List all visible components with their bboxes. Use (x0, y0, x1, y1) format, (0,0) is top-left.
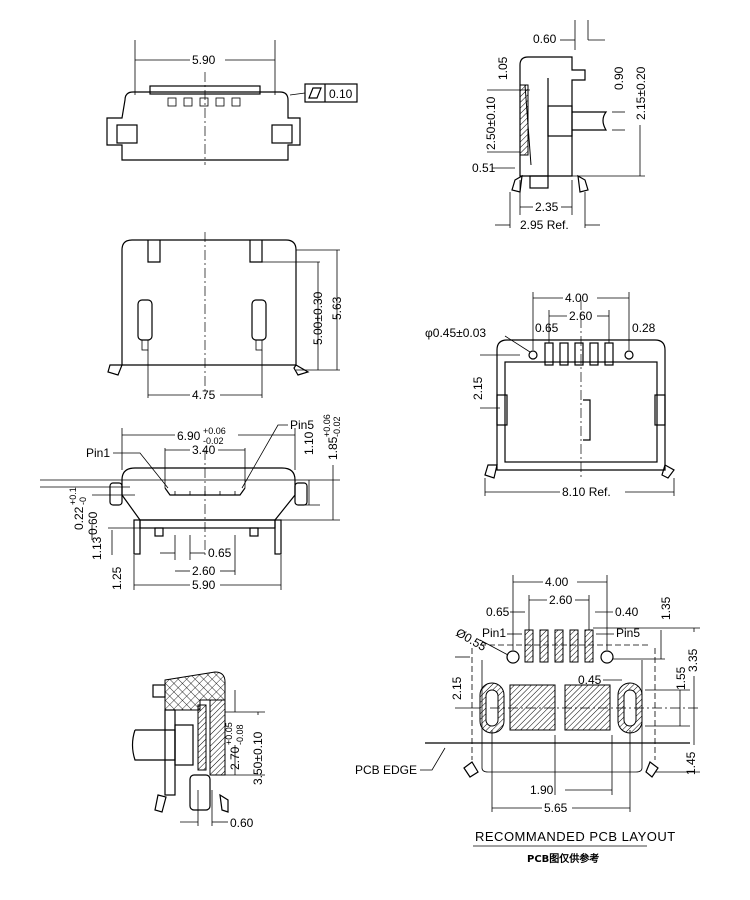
dim-1.35: 1.35 (659, 596, 673, 620)
dim-6.90: 6.90 (177, 429, 201, 443)
dim-2.60: 2.60 (192, 564, 216, 578)
dim-2.15: 2.15±0.20 (634, 66, 648, 120)
section-view: 2.70 +0.05 -0.08 3.50±0.10 0.60 (131, 671, 265, 830)
dim-0.65: 0.65 (486, 605, 510, 619)
dim-4.00: 4.00 (565, 291, 589, 305)
pin5-label: Pin5 (290, 418, 314, 432)
dim-2.70: 2.70 (228, 746, 242, 770)
pcb-pin1-label: Pin1 (482, 626, 506, 640)
dim-5.90: 5.90 (192, 578, 216, 592)
dim-8.10-ref: 8.10 Ref. (562, 485, 611, 499)
dim-0.40: 0.40 (615, 605, 639, 619)
dim-2.50: 2.50±0.10 (484, 96, 498, 150)
dim-2.70-tol-plus: +0.05 (224, 722, 234, 745)
dim-0.28: 0.28 (632, 321, 656, 335)
side-view: 0.60 1.05 2.50±0.10 0.51 0.90 2.15±0.20 … (472, 20, 648, 232)
flatness-value: 0.10 (329, 87, 353, 101)
dim-1.10: 1.10 (302, 431, 316, 455)
dim-0.60: 0.60 (533, 32, 557, 46)
dim-4.00: 4.00 (545, 575, 569, 589)
dim-0.22-tol-plus: +0.1 (68, 487, 78, 505)
dim-2.95-ref: 2.95 Ref. (520, 218, 569, 232)
dim-1.45: 1.45 (684, 751, 698, 775)
dim-2.15: 2.15 (450, 676, 464, 700)
dim-0.65: 0.65 (208, 546, 232, 560)
dim-4.75: 4.75 (192, 388, 216, 402)
dim-1.90: 1.90 (530, 783, 554, 797)
pin1-label: Pin1 (86, 446, 110, 460)
dim-2.70-tol-minus: -0.08 (235, 724, 245, 745)
dim-width: 5.90 (192, 53, 216, 67)
dim-1.55: 1.55 (674, 666, 688, 690)
dim-1.85-tol-minus: -0.02 (332, 416, 342, 437)
dim-1.13: 1.13 (90, 536, 104, 560)
dim-2.15: 2.15 (471, 376, 485, 400)
dim-2.35: 2.35 (535, 200, 559, 214)
dim-0.22: 0.22 (72, 506, 86, 530)
dim-1.05: 1.05 (496, 56, 510, 80)
dim-0.45: 0.45 (578, 673, 602, 687)
dim-6.90-tol-plus: +0.06 (203, 426, 226, 436)
top-view: 5.90 0.10 (106, 40, 358, 165)
dim-5.63: 5.63 (330, 296, 344, 320)
dim-1.25: 1.25 (110, 566, 124, 590)
dim-0.65: 0.65 (535, 321, 559, 335)
dim-1.85-tol-plus: +0.06 (322, 414, 332, 437)
dim-3.35: 3.35 (686, 648, 700, 672)
pcb-layout-subtitle: PCB图仅供参考 (527, 852, 599, 865)
dim-0.90: 0.90 (612, 66, 626, 90)
dim-hole-0.45: φ0.45±0.03 (425, 326, 486, 340)
dim-0.51: 0.51 (472, 161, 496, 175)
dim-0.22-tol-minus: -0 (78, 497, 88, 505)
dim-0.60: 0.60 (86, 511, 100, 535)
dim-6.90-tol-minus: -0.02 (203, 436, 224, 446)
dim-2.60: 2.60 (549, 593, 573, 607)
dim-5.00: 5.00±0.30 (311, 291, 325, 345)
dim-0.60: 0.60 (230, 816, 254, 830)
flatness-tolerance-frame (304, 83, 358, 103)
rear-view: 4.00 2.60 0.65 0.28 φ0.45±0.03 2.15 8.10… (425, 291, 675, 499)
front-view: 6.90 +0.06 -0.02 3.40 Pin1 Pin5 1.10 1.8… (40, 414, 342, 592)
dim-3.40: 3.40 (192, 443, 216, 457)
pcb-layout-title: RECOMMANDED PCB LAYOUT (475, 829, 676, 844)
pcb-edge-label: PCB EDGE (355, 763, 417, 777)
pcb-layout-view: PCB EDGE 4.00 2.60 0.65 0.40 1.35 Ø0.55 … (355, 575, 700, 865)
dim-3.50: 3.50±0.10 (251, 731, 265, 785)
dim-5.65: 5.65 (544, 801, 568, 815)
pcb-pin5-label: Pin5 (616, 626, 640, 640)
bottom-view: 5.00±0.30 5.63 4.75 (107, 232, 344, 402)
flatness-symbol-icon (308, 87, 322, 99)
dim-2.60: 2.60 (569, 309, 593, 323)
dim-1.85: 1.85 (326, 436, 340, 460)
